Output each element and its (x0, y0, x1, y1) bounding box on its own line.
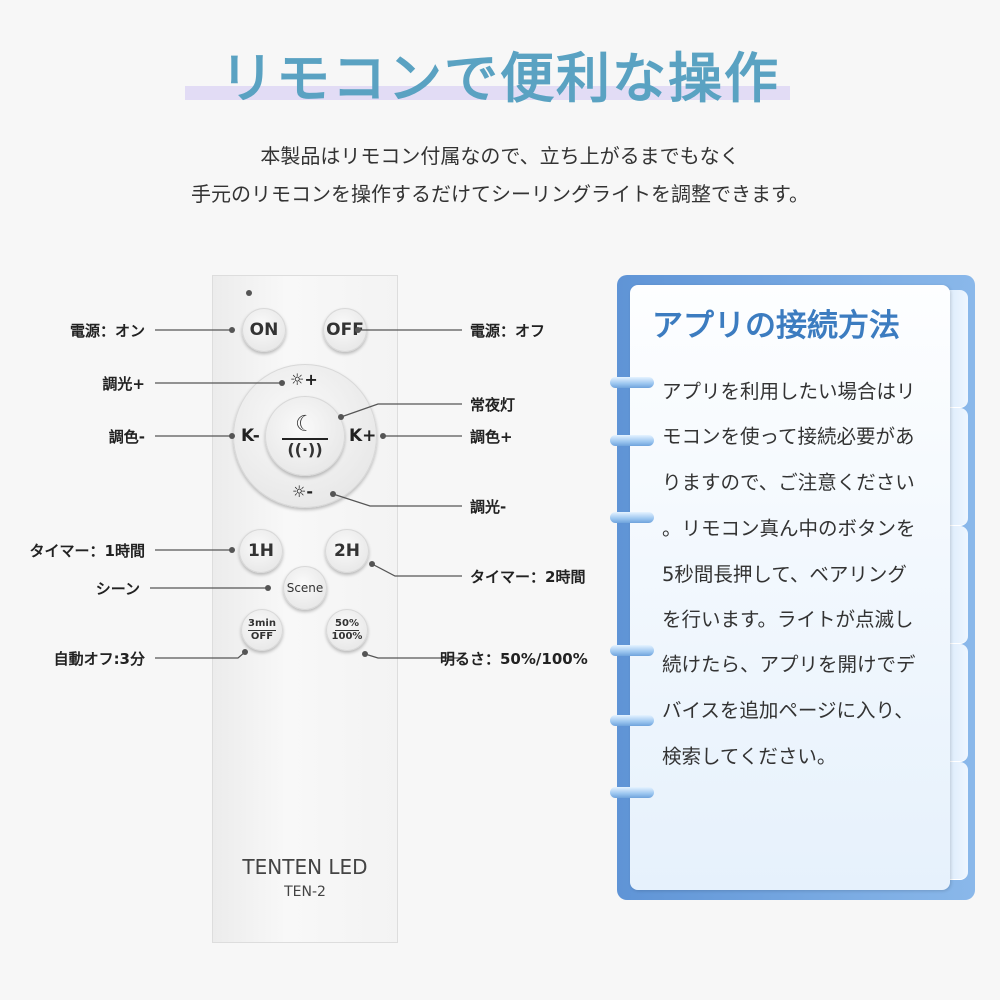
note-line: を行います。ライトが点滅し (662, 608, 914, 631)
note-heading: アプリの接続方法 (652, 308, 900, 344)
subtitle-line-1: 本製品はリモコン付属なので、立ち上がるまでもなく (260, 144, 740, 168)
note-line: アプリを利用したい場合はリ (662, 380, 916, 403)
label-color-minus: 調色- (108, 428, 145, 446)
label-scene: シーン (95, 580, 140, 598)
indicator-led (246, 290, 252, 296)
note-line: 続けたら、アプリを開けでデ (662, 653, 916, 676)
binder-ring (610, 715, 654, 726)
k-plus-button[interactable]: K+ (349, 426, 377, 446)
note-line: バイスを追加ページに入り、 (662, 699, 914, 722)
note-line: 5秒間長押して、ベアリング (662, 563, 907, 586)
dim-down-button[interactable]: ☼- (292, 482, 313, 501)
notebook-page (630, 285, 950, 890)
brightness-bottom: 100% (331, 630, 363, 642)
label-timer-2h: タイマー：2時間 (470, 568, 586, 586)
auto-off-bottom: OFF (250, 630, 274, 642)
binder-ring (610, 512, 654, 523)
divider (282, 438, 328, 440)
label-power-off: 電源：オフ (470, 322, 546, 340)
note-line: 。リモコン真ん中のボタンを (662, 517, 916, 540)
binder-ring (610, 377, 654, 388)
on-button[interactable]: ON (242, 308, 286, 352)
k-minus-button[interactable]: K- (241, 426, 260, 446)
auto-off-top: 3min (248, 617, 276, 631)
timer-2h-button[interactable]: 2H (325, 529, 369, 573)
title-highlight (185, 86, 790, 100)
note-line: モコンを使って接続必要があ (662, 425, 915, 448)
binder-ring (610, 435, 654, 446)
subtitle-line-2: 手元のリモコンを操作するだけてシーリングライトを調整できます。 (191, 182, 809, 206)
wifi-icon: ((·)) (287, 440, 323, 459)
label-timer-1h: タイマー：1時間 (29, 542, 145, 560)
label-color-plus: 調色+ (470, 428, 513, 446)
label-night-light: 常夜灯 (470, 396, 516, 414)
label-dim-down: 調光- (470, 498, 507, 516)
brightness-top: 50% (335, 617, 359, 631)
label-power-on: 電源：オン (69, 322, 145, 340)
off-button[interactable]: OFF (323, 308, 367, 352)
label-dim-up: 調光+ (102, 375, 145, 393)
binder-ring (610, 645, 654, 656)
note-line: りますので、ご注意ください (662, 471, 915, 494)
model-label: TEN-2 (284, 884, 326, 900)
label-brightness: 明るさ：50%/100% (440, 650, 588, 668)
scene-button[interactable]: Scene (283, 566, 327, 610)
label-auto-off: 自動オフ:3分 (53, 650, 145, 668)
page-title: リモコンで便利な操作 (220, 47, 780, 110)
moon-icon: ☾ (295, 412, 315, 437)
brand-label: TENTEN LED (242, 855, 368, 879)
binder-ring (610, 787, 654, 798)
night-light-button[interactable]: ☾ ((·)) (265, 396, 345, 476)
timer-1h-button[interactable]: 1H (239, 529, 283, 573)
brightness-button[interactable]: 50%100% (326, 609, 368, 651)
note-line: 検索してください。 (662, 745, 837, 768)
dim-up-button[interactable]: ☼+ (290, 370, 318, 389)
